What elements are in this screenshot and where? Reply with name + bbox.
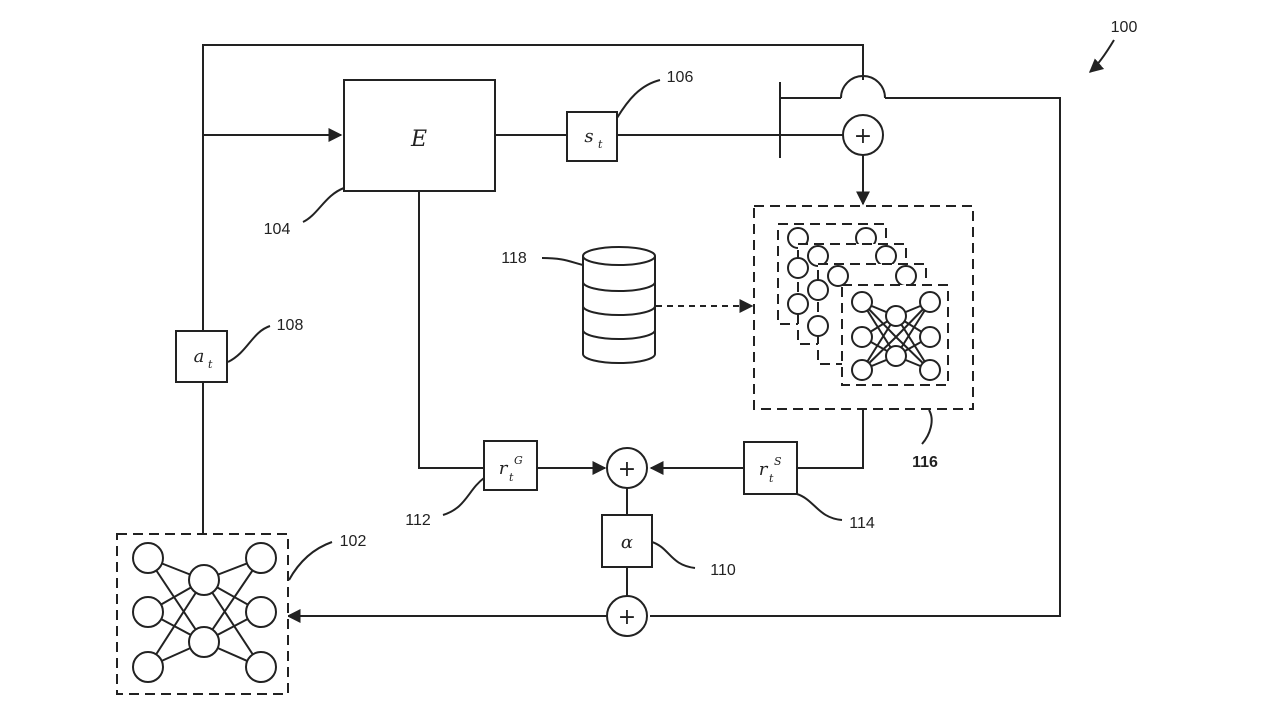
state-symbol: s bbox=[584, 126, 593, 147]
svg-text:+: + bbox=[618, 457, 636, 482]
global-reward-symbol: r bbox=[499, 458, 509, 479]
ref-108: 108 bbox=[277, 317, 304, 334]
connection-lines bbox=[202, 44, 1061, 623]
ref-100: 100 bbox=[1111, 19, 1138, 36]
ref-110: 110 bbox=[710, 562, 736, 579]
summing-junction-bottom: + bbox=[606, 595, 648, 637]
alpha-symbol: α bbox=[621, 532, 633, 553]
svg-text:+: + bbox=[618, 605, 636, 630]
action-subscript: t bbox=[208, 358, 213, 371]
ensemble-card-4 bbox=[841, 284, 949, 386]
ref-112: 112 bbox=[405, 512, 431, 529]
ref-118: 118 bbox=[501, 250, 527, 267]
surrogate-reward-subscript: t bbox=[769, 472, 774, 485]
database-icon bbox=[582, 246, 656, 364]
reference-numerals: 100 104 106 108 118 116 112 114 110 102 bbox=[264, 19, 1138, 579]
global-reward-superscript: G bbox=[514, 454, 523, 467]
ref-104: 104 bbox=[264, 221, 291, 238]
alpha-block: α bbox=[601, 514, 653, 568]
state-subscript: t bbox=[598, 138, 603, 151]
summing-junction-top: + bbox=[842, 114, 884, 156]
action-block: a t bbox=[175, 330, 228, 383]
surrogate-reward-superscript: S bbox=[774, 455, 782, 468]
svg-text:+: + bbox=[854, 124, 872, 149]
ref-116: 116 bbox=[912, 454, 938, 471]
environment-symbol: E bbox=[410, 127, 427, 152]
ref-114: 114 bbox=[849, 515, 875, 532]
surrogate-reward-symbol: r bbox=[759, 459, 769, 480]
summing-junction-reward: + bbox=[606, 447, 648, 489]
environment-block: E bbox=[343, 79, 496, 192]
surrogate-reward-block: r t S bbox=[743, 441, 798, 495]
reference-leaders bbox=[227, 39, 1115, 581]
ref-106: 106 bbox=[667, 69, 694, 86]
agent-network bbox=[116, 533, 289, 695]
global-reward-subscript: t bbox=[509, 471, 514, 484]
action-symbol: a bbox=[194, 346, 205, 367]
state-block: s t bbox=[566, 111, 618, 162]
model-ensemble bbox=[753, 205, 974, 410]
ref-102: 102 bbox=[340, 533, 367, 550]
global-reward-block: r t G bbox=[483, 440, 538, 491]
